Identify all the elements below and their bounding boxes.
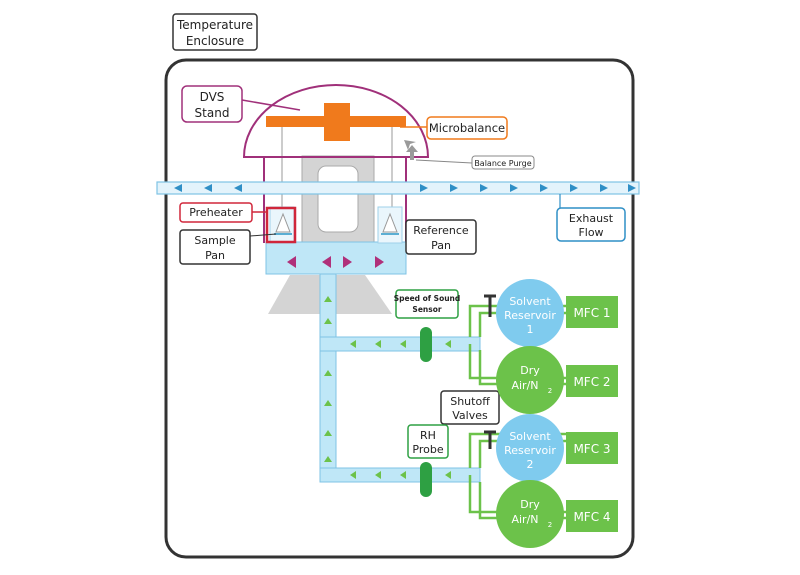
- solvent-reservoir-1: Solvent Reservoir 1: [496, 279, 564, 347]
- svg-text:MFC 2: MFC 2: [573, 375, 610, 389]
- gas-flow-arrows: [324, 296, 451, 479]
- svg-text:Dry: Dry: [520, 364, 540, 377]
- svg-text:Sensor: Sensor: [412, 305, 441, 314]
- preheater: [265, 206, 297, 244]
- balance-purge-label: Balance Purge: [415, 155, 535, 170]
- mfc-4: MFC 4: [566, 500, 618, 532]
- reference-pan-icon: [381, 212, 399, 235]
- svg-text:Reservoir: Reservoir: [504, 309, 556, 322]
- sample-pan-icon: [274, 212, 292, 235]
- mfc-1: MFC 1: [566, 296, 618, 328]
- svg-text:Balance Purge: Balance Purge: [474, 159, 531, 168]
- exhaust-arrows: [174, 184, 636, 192]
- rh-probe-label: RH Probe: [407, 424, 449, 459]
- svg-text:Air/N: Air/N: [511, 513, 538, 526]
- balance-purge-arrows: [404, 140, 418, 160]
- svg-text:1: 1: [527, 323, 534, 336]
- svg-text:Solvent: Solvent: [509, 295, 551, 308]
- svg-text:Valves: Valves: [452, 409, 488, 422]
- svg-text:MFC 3: MFC 3: [573, 442, 610, 456]
- rh-probe: [420, 462, 432, 497]
- temperature-enclosure-label: Temperature Enclosure: [172, 13, 258, 51]
- svg-text:RH: RH: [420, 429, 436, 442]
- speed-of-sound-sensor: [420, 327, 432, 362]
- svg-text:Exhaust: Exhaust: [569, 212, 614, 225]
- svg-text:MFC 1: MFC 1: [573, 306, 610, 320]
- svg-text:Reservoir: Reservoir: [504, 444, 556, 457]
- svg-text:Shutoff: Shutoff: [450, 395, 490, 408]
- svg-text:2: 2: [548, 387, 552, 395]
- svg-text:Temperature: Temperature: [176, 18, 253, 32]
- dvs-stand-label: DVS Stand: [181, 85, 243, 123]
- exhaust-flow-label: Exhaust Flow: [556, 194, 626, 242]
- svg-text:Microbalance: Microbalance: [429, 121, 505, 135]
- svg-text:Preheater: Preheater: [189, 206, 243, 219]
- sample-pan-label: Sample Pan: [179, 229, 277, 265]
- svg-text:Pan: Pan: [205, 249, 225, 262]
- svg-text:2: 2: [548, 521, 552, 529]
- dry-air-2: Dry Air/N 2: [496, 480, 564, 548]
- solvent-reservoir-2: Solvent Reservoir 2: [496, 414, 564, 482]
- exhaust-pipe: [156, 181, 640, 195]
- mfc-2: MFC 2: [566, 365, 618, 397]
- svg-text:Flow: Flow: [578, 226, 603, 239]
- svg-text:Sample: Sample: [194, 234, 235, 247]
- svg-text:Speed of Sound: Speed of Sound: [394, 294, 461, 303]
- shutoff-valve-2: [484, 430, 496, 449]
- temperature-enclosure-frame: [164, 58, 635, 559]
- microbalance: [266, 103, 406, 208]
- svg-text:DVS: DVS: [200, 90, 225, 104]
- svg-text:Air/N: Air/N: [511, 379, 538, 392]
- shutoff-valves-label: Shutoff Valves: [440, 390, 500, 425]
- reference-pan-label: Reference Pan: [405, 219, 477, 255]
- dvs-stand-dome: [242, 84, 430, 158]
- sample-chamber: [263, 156, 407, 275]
- svg-text:Reference: Reference: [413, 224, 469, 237]
- svg-text:2: 2: [527, 458, 534, 471]
- shutoff-valve-1: [484, 294, 496, 317]
- dry-air-1: Dry Air/N 2: [496, 346, 564, 414]
- speed-of-sound-sensor-label: Speed of Sound Sensor: [394, 289, 461, 319]
- svg-text:Stand: Stand: [195, 106, 230, 120]
- preheater-label: Preheater: [179, 202, 267, 223]
- mfc-3: MFC 3: [566, 432, 618, 464]
- svg-text:Probe: Probe: [412, 443, 443, 456]
- svg-text:Enclosure: Enclosure: [186, 34, 244, 48]
- svg-text:MFC 4: MFC 4: [573, 510, 610, 524]
- microbalance-label: Microbalance: [400, 116, 508, 140]
- svg-text:Solvent: Solvent: [509, 430, 551, 443]
- svg-text:Dry: Dry: [520, 498, 540, 511]
- svg-text:Pan: Pan: [431, 239, 451, 252]
